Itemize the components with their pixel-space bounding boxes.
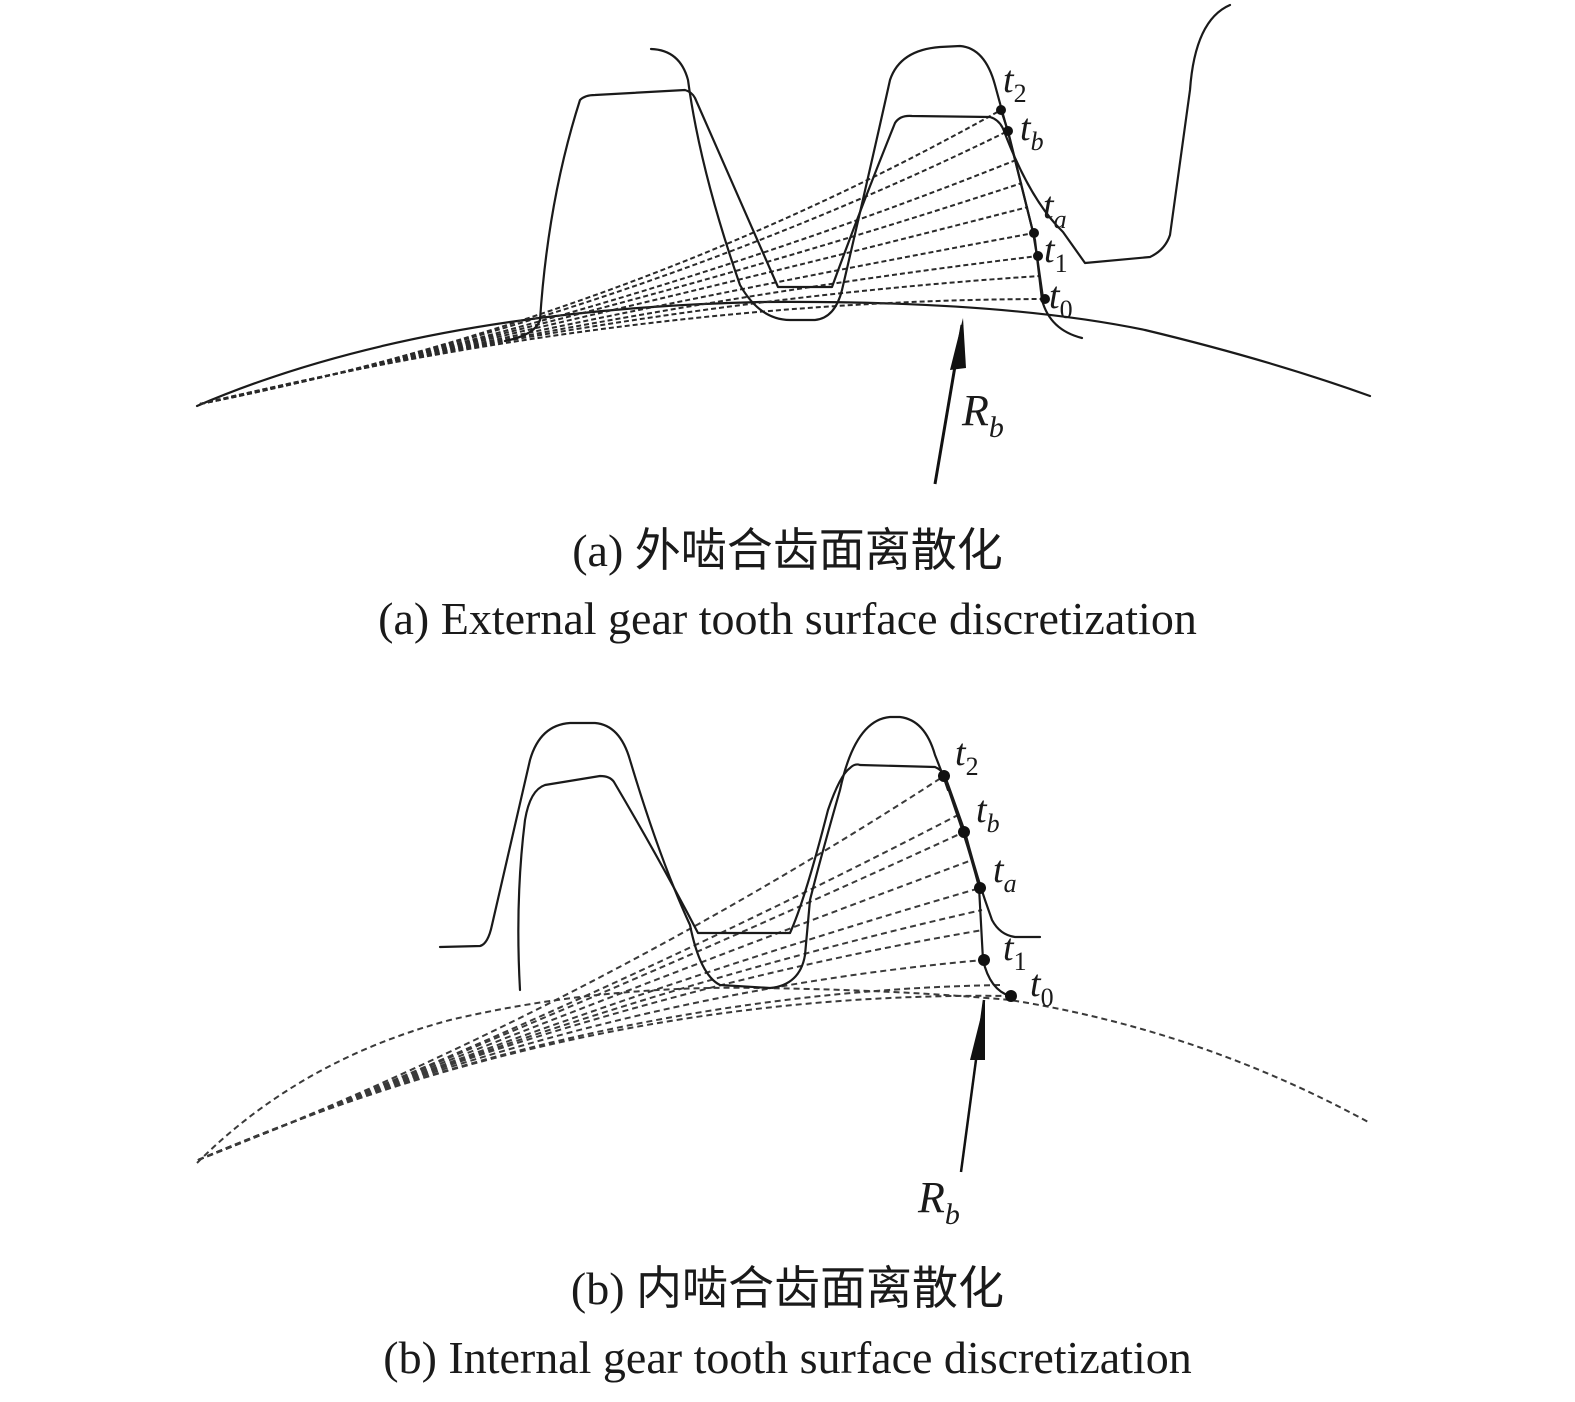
point-ta (974, 882, 986, 894)
discretization-lines (199, 109, 1046, 405)
caption-b-chinese: (b) 内啮合齿面离散化 (570, 1263, 1005, 1314)
label-ta: ta (993, 849, 1017, 898)
point-t1 (978, 954, 990, 966)
caption-a-chinese: (a) 外啮合齿面离散化 (572, 525, 1003, 576)
label-rb: Rb (961, 386, 1004, 444)
label-t0: t0 (1030, 963, 1054, 1012)
point-tb (1003, 126, 1013, 136)
internal-gear-profile (438, 715, 950, 990)
discretization-line (199, 109, 1002, 405)
discretization-line (199, 275, 1041, 405)
radius-arrow-head (950, 318, 966, 370)
discretization-line (197, 814, 959, 1161)
panel-b-diagram: t2 tb ta t1 t0 Rb (196, 715, 1371, 1231)
panel-a-diagram: t2 tb ta t1 t0 Rb (195, 3, 1372, 485)
label-ta: ta (1043, 185, 1067, 234)
discretization-line (199, 232, 1035, 405)
caption-b-english: (b) Internal gear tooth surface discreti… (383, 1332, 1192, 1383)
label-t2: t2 (1003, 59, 1027, 108)
point-ta (1029, 228, 1039, 238)
discretization-line (199, 298, 1046, 405)
discretization-line (197, 775, 945, 1161)
label-t2: t2 (955, 732, 979, 781)
discretization-line (197, 929, 984, 1161)
point-tb (958, 826, 970, 838)
label-tb: tb (1020, 107, 1044, 156)
caption-a-english: (a) External gear tooth surface discreti… (378, 593, 1197, 644)
discretization-line (197, 994, 1012, 1161)
pinion-tooth-profile (517, 763, 1042, 992)
discretization-line (199, 206, 1029, 405)
point-t1 (1033, 251, 1043, 261)
discretization-line (197, 831, 965, 1161)
pinion-tooth-profile (503, 3, 1232, 343)
discretization-line (199, 159, 1017, 405)
radius-arrow-head (970, 1000, 985, 1060)
label-t1: t1 (1044, 229, 1068, 278)
discretization-line (199, 182, 1023, 405)
point-t2 (938, 770, 950, 782)
base-circle-arc (195, 300, 1372, 408)
discretization-line (199, 255, 1039, 405)
discretization-line (199, 130, 1009, 405)
discretization-lines (197, 775, 1012, 1161)
label-t1: t1 (1003, 927, 1027, 976)
label-tb: tb (976, 789, 1000, 838)
point-t0 (1040, 294, 1050, 304)
point-t2 (996, 105, 1006, 115)
base-circle-arc (196, 986, 1371, 1164)
label-t0: t0 (1049, 275, 1073, 324)
point-t0 (1005, 990, 1017, 1002)
label-rb: Rb (917, 1173, 960, 1231)
discretization-line (197, 887, 981, 1161)
